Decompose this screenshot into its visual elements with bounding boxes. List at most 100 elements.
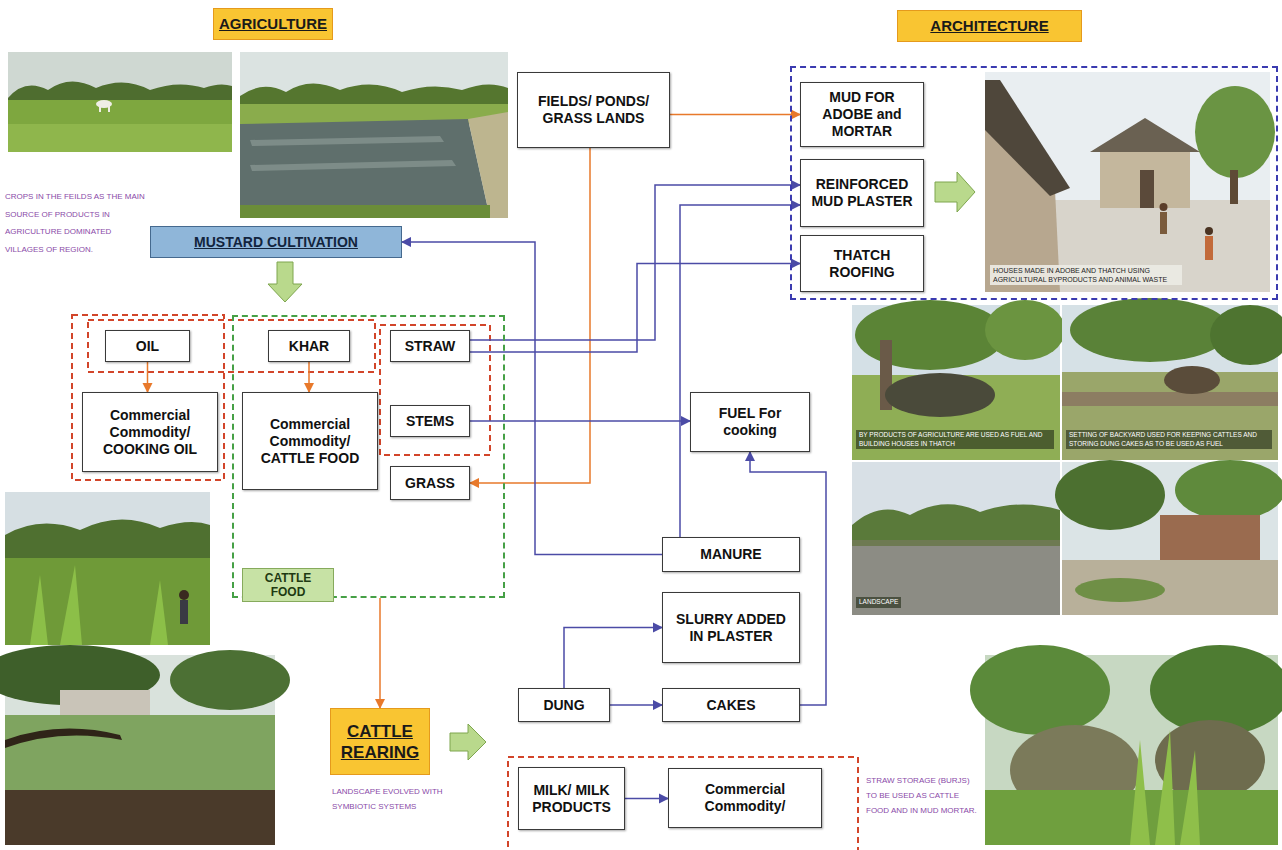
connector xyxy=(564,628,662,689)
connector xyxy=(670,114,800,116)
process-box: DUNG xyxy=(518,688,610,722)
connector xyxy=(750,452,826,705)
field-photo xyxy=(108,106,110,112)
straw-heap-photo xyxy=(855,300,1005,370)
node-text: THATCH ROOFING xyxy=(806,247,918,281)
grass-photo xyxy=(180,600,188,624)
node-text: FIELDS/ PONDS/ GRASS LANDS xyxy=(523,93,664,127)
house-photo xyxy=(1100,150,1190,208)
node-text: OIL xyxy=(136,338,159,355)
pond-photo xyxy=(240,83,508,106)
caption-text: BY PRODUCTS OF AGRICULTURE ARE USED AS F… xyxy=(859,431,1051,448)
grass-photo xyxy=(5,558,210,645)
field-photo xyxy=(8,81,232,102)
node-text: MUSTARD CULTIVATION xyxy=(194,234,358,251)
house-photo xyxy=(1230,170,1238,204)
process-box: Commercial Commodity/ CATTLE FOOD xyxy=(242,392,378,490)
backyard-photo xyxy=(1070,298,1230,362)
landscape-photo xyxy=(852,462,1060,615)
grass-photo xyxy=(5,492,210,645)
block-arrow xyxy=(935,172,975,212)
process-box: STRAW xyxy=(390,330,470,362)
grass-photo xyxy=(5,492,210,645)
node-text: GRASS xyxy=(405,475,455,492)
backyard-photo xyxy=(1210,305,1282,365)
pond-tree-photo xyxy=(170,650,290,710)
house-photo xyxy=(1160,203,1168,211)
group-outline: CATTLE FOODKHARCommercial Commodity/ CAT… xyxy=(232,315,505,598)
connector xyxy=(379,598,381,708)
connector xyxy=(470,420,690,422)
node-text: Commercial Commodity/ xyxy=(674,781,816,815)
grass-photo xyxy=(30,565,168,645)
field-photo xyxy=(8,52,232,152)
burj-photo xyxy=(970,645,1110,735)
node-text: AGRICULTURE xyxy=(219,15,327,33)
grass-photo xyxy=(179,590,189,600)
node-text: MUD FOR ADOBE and MORTAR xyxy=(806,89,918,140)
grass-photo xyxy=(5,519,210,562)
house-photo xyxy=(985,72,1275,292)
straw-heap-photo xyxy=(885,373,995,417)
straw-heap-photo xyxy=(985,300,1065,360)
straw-heap-photo xyxy=(852,300,1065,460)
pond-photo xyxy=(240,119,490,218)
node-text: KHAR xyxy=(289,338,329,355)
dashed-group xyxy=(72,315,224,480)
node-text: CATTLE REARING xyxy=(336,721,424,763)
connector xyxy=(470,185,800,340)
cattle-shed-photo xyxy=(1160,515,1260,560)
house-photo xyxy=(985,80,1070,196)
process-box: REINFORCED MUD PLASTER xyxy=(800,159,924,227)
process-box: KHAR xyxy=(268,330,350,362)
heading-tag: ARCHITECTURE xyxy=(897,10,1082,42)
process-box: CAKES xyxy=(662,688,800,722)
pond-photo xyxy=(468,112,508,218)
block-arrow xyxy=(450,724,486,760)
pond-photo xyxy=(240,52,508,218)
pond-photo xyxy=(250,160,456,171)
dashed-group xyxy=(380,325,490,455)
landscape-photo xyxy=(852,504,1060,545)
caption-text: LANDSCAPE xyxy=(859,598,898,607)
caption: BY PRODUCTS OF AGRICULTURE ARE USED AS F… xyxy=(856,430,1054,449)
caption: CROPS IN THE FEILDS AS THE MAIN SOURCE O… xyxy=(5,188,148,258)
house-photo xyxy=(1205,227,1213,235)
caption: STRAW STORAGE (BURJS) TO BE USED AS CATT… xyxy=(866,773,982,818)
node-text: STEMS xyxy=(406,413,454,430)
process-box: FIELDS/ PONDS/ GRASS LANDS xyxy=(517,72,670,148)
process-box: MILK/ MILK PRODUCTS xyxy=(518,767,625,830)
house-photo xyxy=(1090,118,1200,152)
node-text: CAKES xyxy=(706,697,755,714)
landscape-photo xyxy=(852,540,1060,615)
burj-photo xyxy=(1130,730,1200,845)
house-photo xyxy=(1205,236,1213,260)
burj-photo xyxy=(970,645,1282,845)
cattle-shed-photo xyxy=(1055,460,1165,530)
node-text: MANURE xyxy=(700,546,761,563)
backyard-photo xyxy=(1164,366,1220,394)
field-photo xyxy=(8,124,232,152)
connector xyxy=(402,242,662,555)
pond-tree-photo xyxy=(60,690,150,718)
connector xyxy=(147,362,149,392)
caption: SETTING OF BACKYARD USED FOR KEEPING CAT… xyxy=(1066,430,1272,449)
house-photo xyxy=(1140,170,1154,208)
caption: LANDSCAPE EVOLVED WITH SYMBIOTIC SYSTEMS xyxy=(332,784,462,814)
landscape-photo xyxy=(852,462,1060,615)
caption: HOUSES MADE IN ADOBE AND THATCH USING AG… xyxy=(990,265,1182,285)
cattle-shed-photo xyxy=(1055,460,1282,615)
node-text: MILK/ MILK PRODUCTS xyxy=(524,782,619,816)
dashed-group xyxy=(508,757,858,850)
heading-tag: CATTLE FOOD xyxy=(242,568,334,602)
connector xyxy=(625,798,668,800)
pond-tree-photo xyxy=(5,790,275,845)
block-arrow xyxy=(268,262,302,302)
pond-photo xyxy=(240,52,508,218)
process-box: SLURRY ADDED IN PLASTER xyxy=(662,592,800,663)
process-box: MANURE xyxy=(662,537,800,572)
caption-text: CROPS IN THE FEILDS AS THE MAIN SOURCE O… xyxy=(5,188,148,258)
pond-photo xyxy=(240,205,490,218)
